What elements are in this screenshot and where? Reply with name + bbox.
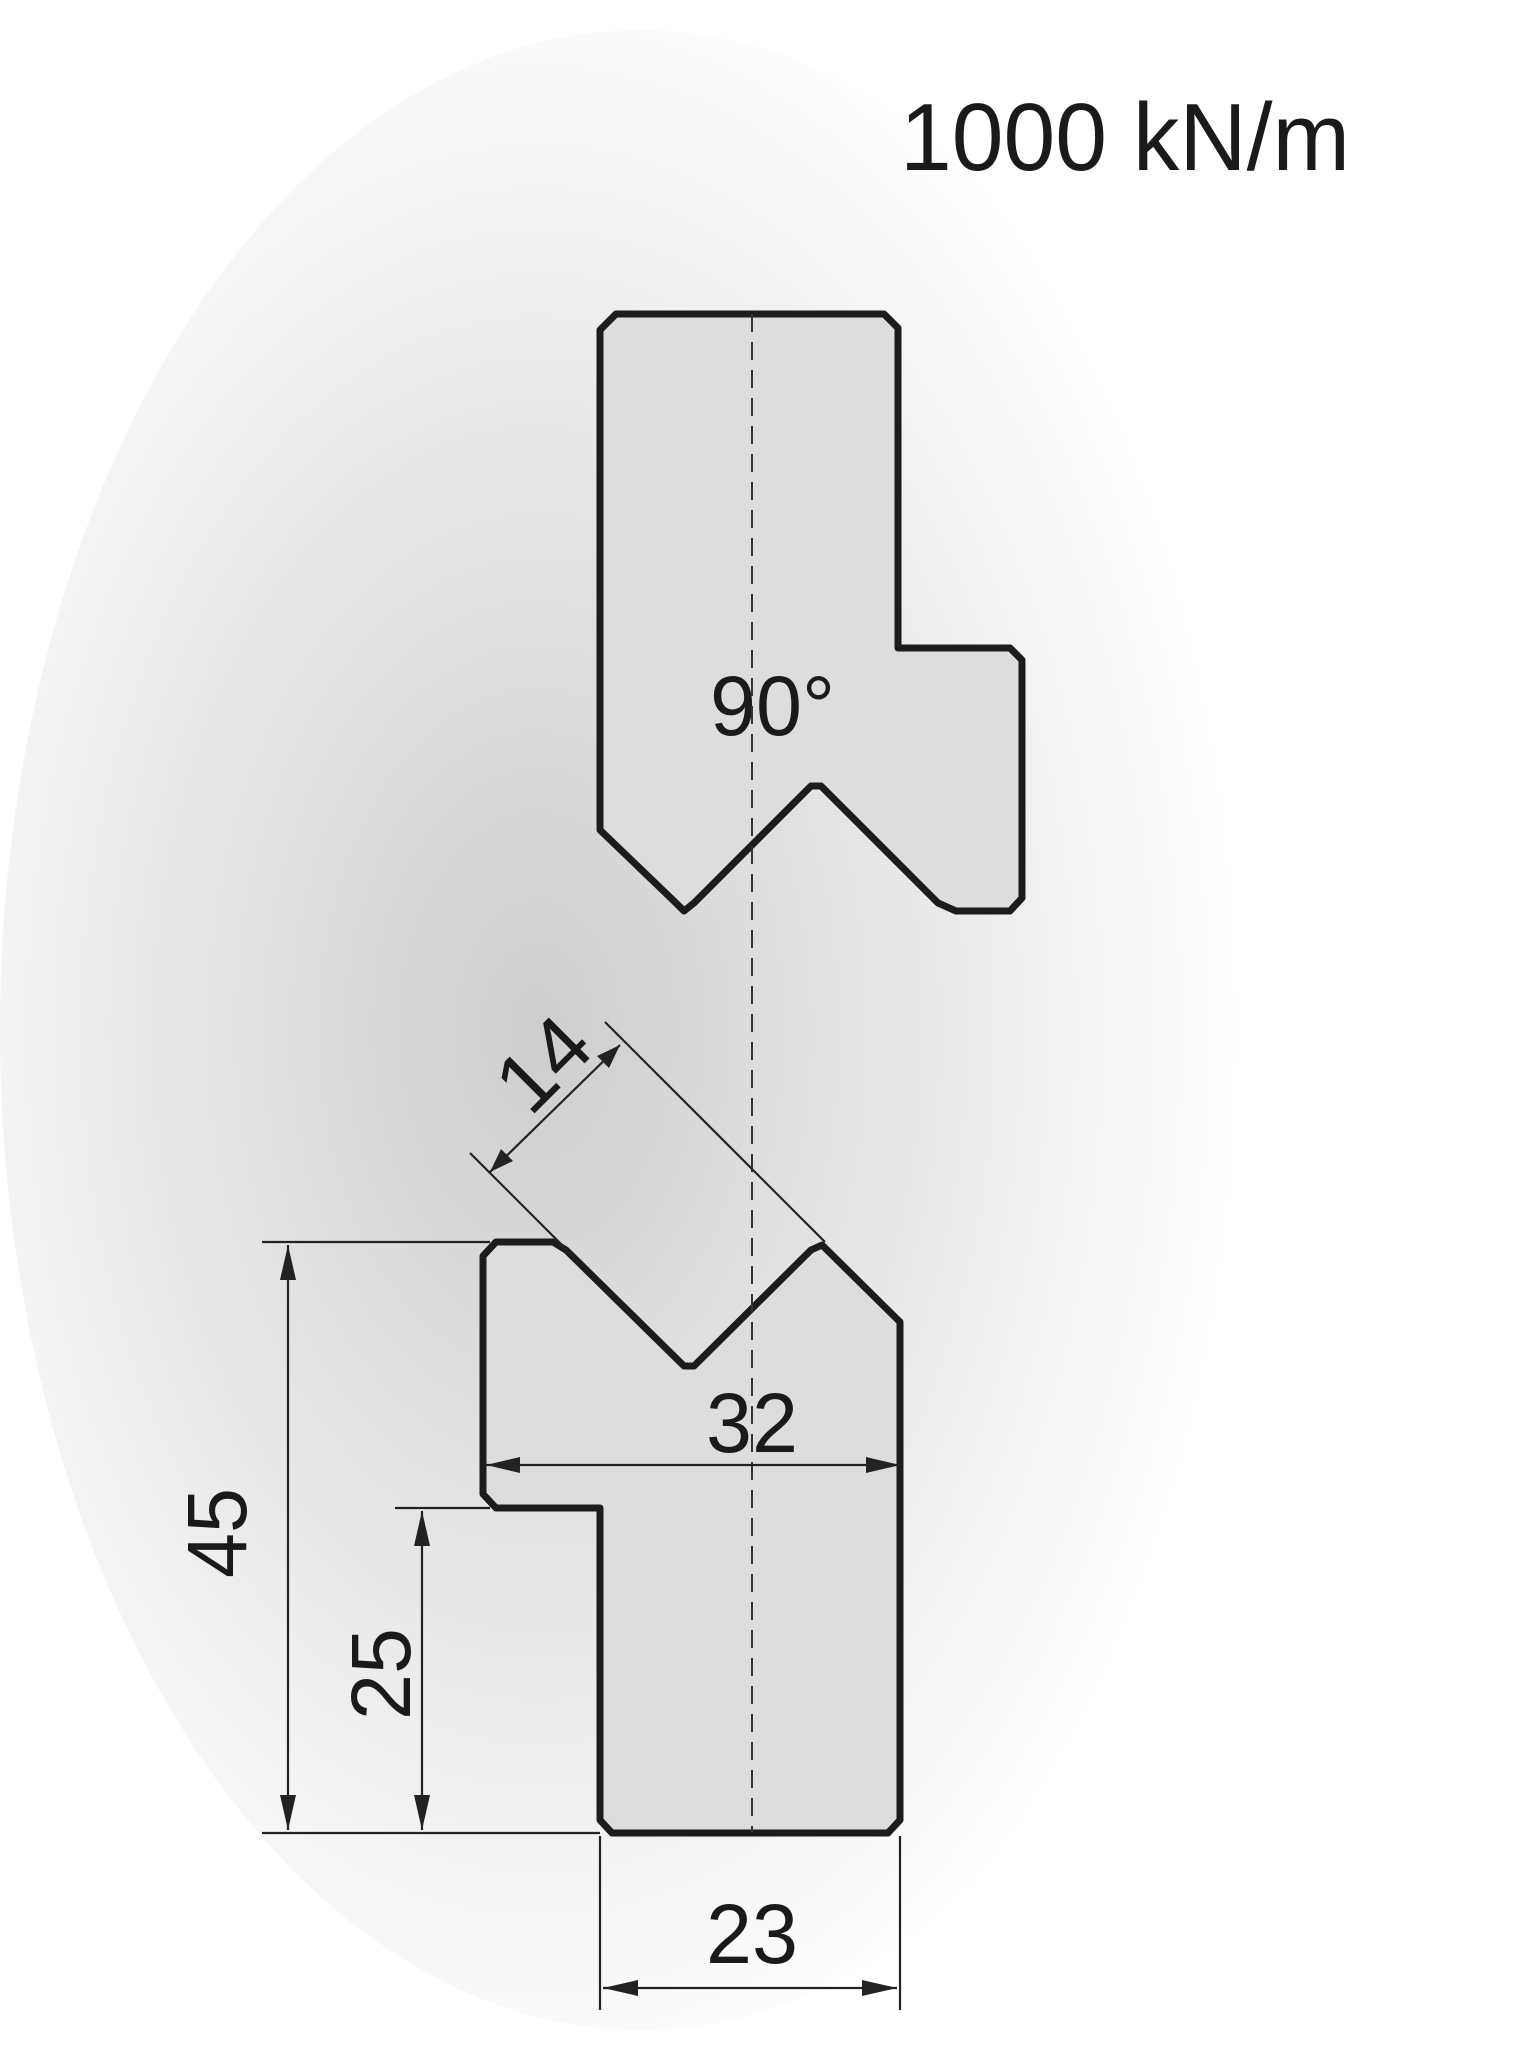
lower-height-dimension: 25 xyxy=(334,1506,490,1830)
base-width-dimension: 23 xyxy=(598,1836,902,2010)
force-rating-label: 1000 kN/m xyxy=(900,84,1350,191)
background-shadow xyxy=(0,30,1280,2030)
total-width-dimension: 32 xyxy=(486,1376,900,1473)
total-height-dimension: 45 xyxy=(170,1240,600,1835)
lower-height-label: 25 xyxy=(334,1628,428,1720)
base-width-label: 23 xyxy=(706,1887,798,1981)
die-profile xyxy=(479,1238,904,1837)
punch-angle-label: 90° xyxy=(710,659,835,753)
total-height-label: 45 xyxy=(170,1488,264,1578)
punch-profile xyxy=(596,310,1026,915)
total-width-label: 32 xyxy=(706,1376,798,1470)
